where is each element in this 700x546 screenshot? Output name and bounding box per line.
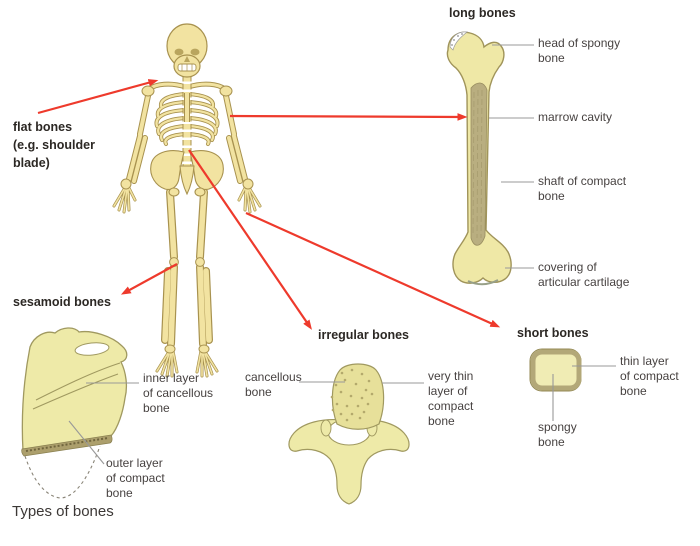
scapula-illustration <box>21 327 128 499</box>
skeleton-illustration <box>112 23 262 378</box>
arrow-flat-bones <box>37 79 159 115</box>
cancellous-bone-label: cancellous bone <box>245 370 302 399</box>
short-bones-title: short bones <box>517 326 589 340</box>
outer-compact-label: outer layer of compact bone <box>106 456 165 500</box>
arrow-short-bones <box>245 211 501 328</box>
long-bones-title: long bones <box>449 6 516 20</box>
spongy-bone-label: spongy bone <box>538 420 577 449</box>
vertebra-illustration <box>288 363 410 505</box>
arrow-sesamoid-bones <box>120 263 178 295</box>
arrow-irregular-bones <box>188 149 312 330</box>
inner-cancellous-label: inner layer of cancellous bone <box>143 371 214 415</box>
arrow-long-bones <box>229 113 468 121</box>
irregular-bones-title: irregular bones <box>318 328 409 342</box>
very-thin-compact-label: very thin layer of compact bone <box>428 369 474 428</box>
thin-compact-label: thin layer of compact bone <box>620 354 679 398</box>
articular-cartilage-label: covering of articular cartilage <box>538 260 630 289</box>
head-spongy-label: head of spongy bone <box>538 36 621 65</box>
sesamoid-bones-title: sesamoid bones <box>13 295 111 309</box>
shaft-compact-label: shaft of compact bone <box>538 174 627 203</box>
figure-caption: Types of bones <box>12 503 114 520</box>
marrow-cavity-label: marrow cavity <box>538 110 613 124</box>
cancellous-texture <box>330 368 374 422</box>
short-bone-illustration <box>529 348 582 392</box>
label-pointer-lines <box>68 44 616 465</box>
long-bone-illustration <box>446 31 512 286</box>
flat-bones-title: flat bones (e.g. shoulder blade) <box>13 120 95 170</box>
skull <box>166 23 208 78</box>
red-arrows <box>37 79 501 330</box>
